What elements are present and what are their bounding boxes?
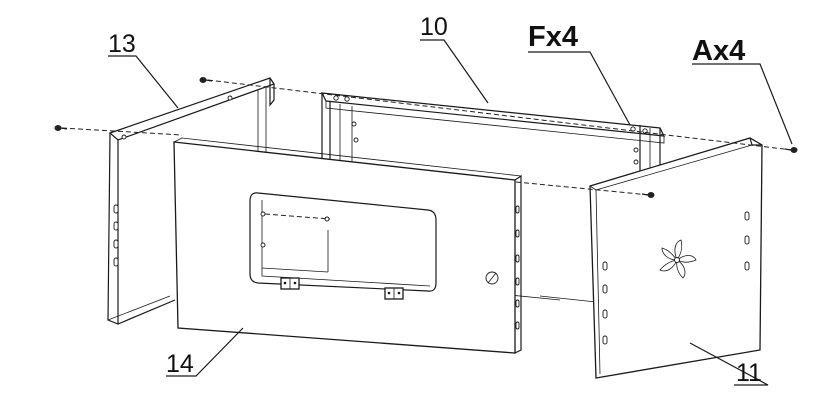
screw-icon xyxy=(54,125,68,131)
hardware-label-ax4: Ax4 xyxy=(692,35,745,67)
right-side-panel-part-11 xyxy=(589,137,763,379)
screw-alignment-lines xyxy=(61,79,793,220)
fan-icon xyxy=(659,239,697,279)
screw-icon xyxy=(641,192,655,198)
leader-lines xyxy=(108,39,793,386)
screw-icon xyxy=(784,147,798,153)
part-label-13: 13 xyxy=(108,30,136,58)
screw-icon xyxy=(199,77,213,83)
hardware-label-fx4: Fx4 xyxy=(528,21,578,53)
front-panel-part-14 xyxy=(173,137,522,354)
part-label-14: 14 xyxy=(166,350,194,378)
screws xyxy=(54,77,798,198)
part-label-10: 10 xyxy=(420,13,448,41)
part-label-11: 11 xyxy=(736,359,762,387)
